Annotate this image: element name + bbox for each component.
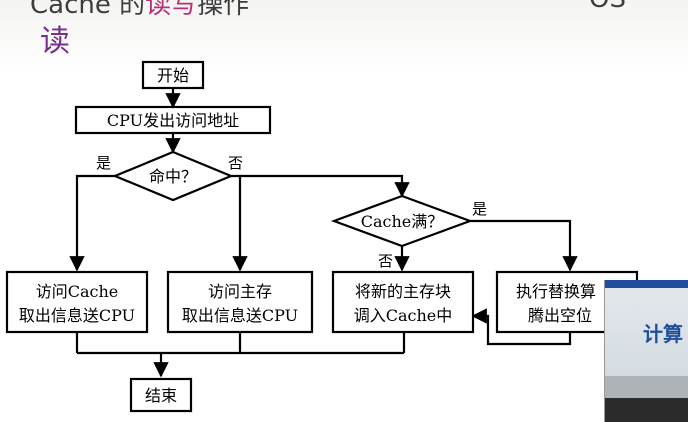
title-part-a: Cache 的 — [30, 0, 146, 20]
title-part-b: 操作 — [197, 0, 250, 20]
arrow-hit-no-main — [231, 174, 248, 272]
arrow-replace-to-load — [471, 308, 572, 346]
access-cache-box — [5, 270, 149, 334]
access-main-line2: 取出信息送CPU — [182, 306, 298, 325]
webcam-sign-text: 计算 — [643, 322, 683, 346]
access-main-line1: 访问主存 — [208, 282, 272, 301]
start-box — [141, 60, 205, 90]
slide-title-fragment: Cache 的读写操作 — [30, 0, 249, 21]
cpu-issue-label: CPU发出访问地址 — [107, 111, 239, 130]
cache-full-label: Cache满？ — [361, 212, 444, 231]
slide-subtitle: 读 — [40, 24, 70, 59]
webcam-bottom-shadow — [605, 398, 688, 422]
start-label: 开始 — [157, 66, 189, 85]
arrow-full-yes — [470, 219, 578, 272]
hit-no-label: 否 — [228, 154, 243, 172]
webcam-overlay: 计算 — [604, 280, 688, 422]
load-block-line2: 调入Cache中 — [354, 306, 453, 325]
access-cache-line1: 访问Cache — [36, 282, 119, 301]
replace-line2: 腾出空位 — [528, 306, 592, 325]
load-block-box — [331, 270, 475, 334]
full-no-label: 否 — [378, 252, 393, 270]
webcam-top-bar — [605, 280, 688, 288]
flow-connectors — [69, 88, 578, 378]
title-part-highlight: 读写 — [145, 0, 198, 20]
replace-line1: 执行替换算 — [516, 282, 596, 301]
arrow-hit-no-cachefull — [240, 174, 410, 198]
corner-text-fragment: OS — [589, 0, 626, 14]
load-block-line1: 将新的主存块 — [355, 282, 451, 301]
hit-decision-diamond — [112, 150, 234, 202]
full-yes-label: 是 — [472, 200, 487, 218]
end-box — [129, 377, 193, 413]
hit-decision-label: 命中？ — [149, 167, 197, 186]
access-cache-line2: 取出信息送CPU — [19, 306, 135, 325]
hit-yes-label: 是 — [96, 154, 111, 172]
end-label: 结束 — [145, 386, 177, 405]
arrow-hit-yes — [69, 174, 115, 272]
access-main-box — [166, 270, 314, 334]
cache-full-diamond — [330, 194, 474, 248]
cpu-issue-box — [74, 105, 272, 135]
